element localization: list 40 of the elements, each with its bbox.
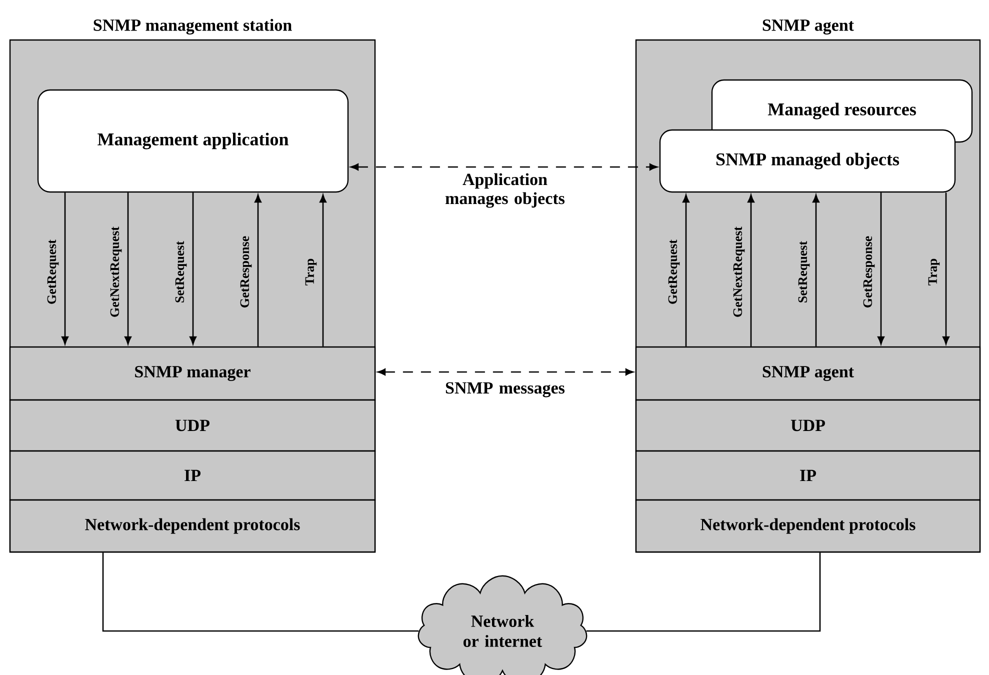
dashed-arrow: [350, 164, 658, 170]
edge-label: GetRequest: [668, 240, 680, 304]
arrow: [878, 192, 884, 345]
edge-label: Trap: [928, 258, 940, 286]
arrow: [124, 192, 132, 345]
arrow: [254, 194, 262, 346]
connector-line: [586, 552, 821, 632]
connector-line: [102, 552, 419, 632]
layer-box: UDP: [9, 399, 376, 452]
layer-box: IP: [9, 450, 376, 501]
edge-label: SetRequest: [175, 241, 187, 302]
arrow: [62, 192, 68, 345]
edge-label: GetRequest: [47, 240, 59, 304]
arrow: [812, 194, 820, 346]
edge-label: Trap: [305, 258, 317, 286]
edge-label: GetResponse: [863, 236, 875, 308]
node-label: SNMP agent: [762, 19, 854, 34]
layer-box: SNMP manager: [9, 346, 376, 401]
rounded-box: Management application: [37, 89, 349, 193]
edge-label: SetRequest: [798, 241, 810, 302]
arrow: [190, 192, 196, 345]
arrow: [748, 194, 754, 346]
dashed-arrow: [377, 368, 634, 376]
edge-label: GetNextRequest: [733, 226, 745, 317]
node-label: SNMP management station: [94, 18, 292, 34]
edge-label: GetNextRequest: [110, 226, 122, 317]
layer-box: Network-dependent protocols: [635, 499, 981, 553]
arrow: [682, 194, 690, 346]
node-label: Managed resources: [768, 102, 916, 120]
rounded-box: SNMP managed objects: [659, 129, 956, 193]
layer-box: UDP: [635, 399, 981, 452]
network-cloud: Network or internet: [418, 575, 588, 675]
edge-label: SNMP messages: [446, 382, 565, 398]
layer-box: Network-dependent protocols: [9, 499, 376, 553]
arrow: [942, 192, 950, 345]
edge-label: Application manages objects: [446, 173, 565, 208]
edge-label: GetResponse: [240, 236, 252, 308]
arrow: [320, 194, 326, 346]
layer-box: IP: [635, 450, 981, 501]
layer-box: SNMP agent: [635, 346, 981, 401]
